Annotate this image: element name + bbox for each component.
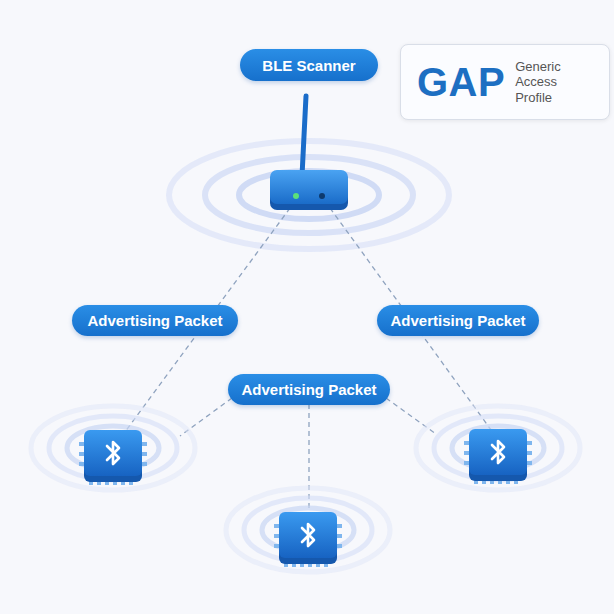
wave-ring bbox=[239, 171, 379, 219]
status-led bbox=[293, 193, 299, 199]
radio-waves bbox=[226, 488, 390, 572]
bluetooth-chip bbox=[79, 430, 147, 485]
node-text: Advertising Packet bbox=[241, 381, 376, 398]
bluetooth-chip bbox=[274, 512, 342, 567]
bluetooth-chip bbox=[464, 429, 532, 484]
radio-waves bbox=[416, 406, 580, 490]
wave-ring bbox=[169, 141, 449, 249]
radio-waves bbox=[31, 406, 195, 490]
packet-label: Advertising Packet bbox=[377, 305, 539, 336]
dashed-links bbox=[122, 208, 494, 512]
packet-label: Advertising Packet bbox=[228, 374, 390, 405]
node-text: Advertising Packet bbox=[87, 312, 222, 329]
node-text: Advertising Packet bbox=[390, 312, 525, 329]
antenna bbox=[302, 96, 306, 176]
profile-box: GAPGeneric Access Profile bbox=[400, 44, 610, 120]
node-text: Generic Access Profile bbox=[515, 59, 579, 106]
scanner-waves bbox=[169, 141, 449, 249]
scanner-device bbox=[270, 96, 348, 210]
wave-ring bbox=[205, 157, 413, 233]
packet-label: Advertising Packet bbox=[72, 305, 238, 336]
node-text: BLE Scanner bbox=[262, 57, 355, 74]
node-text: GAP bbox=[417, 60, 505, 105]
device-body bbox=[270, 170, 348, 204]
scanner-label: BLE Scanner bbox=[240, 49, 378, 81]
port bbox=[319, 193, 325, 199]
